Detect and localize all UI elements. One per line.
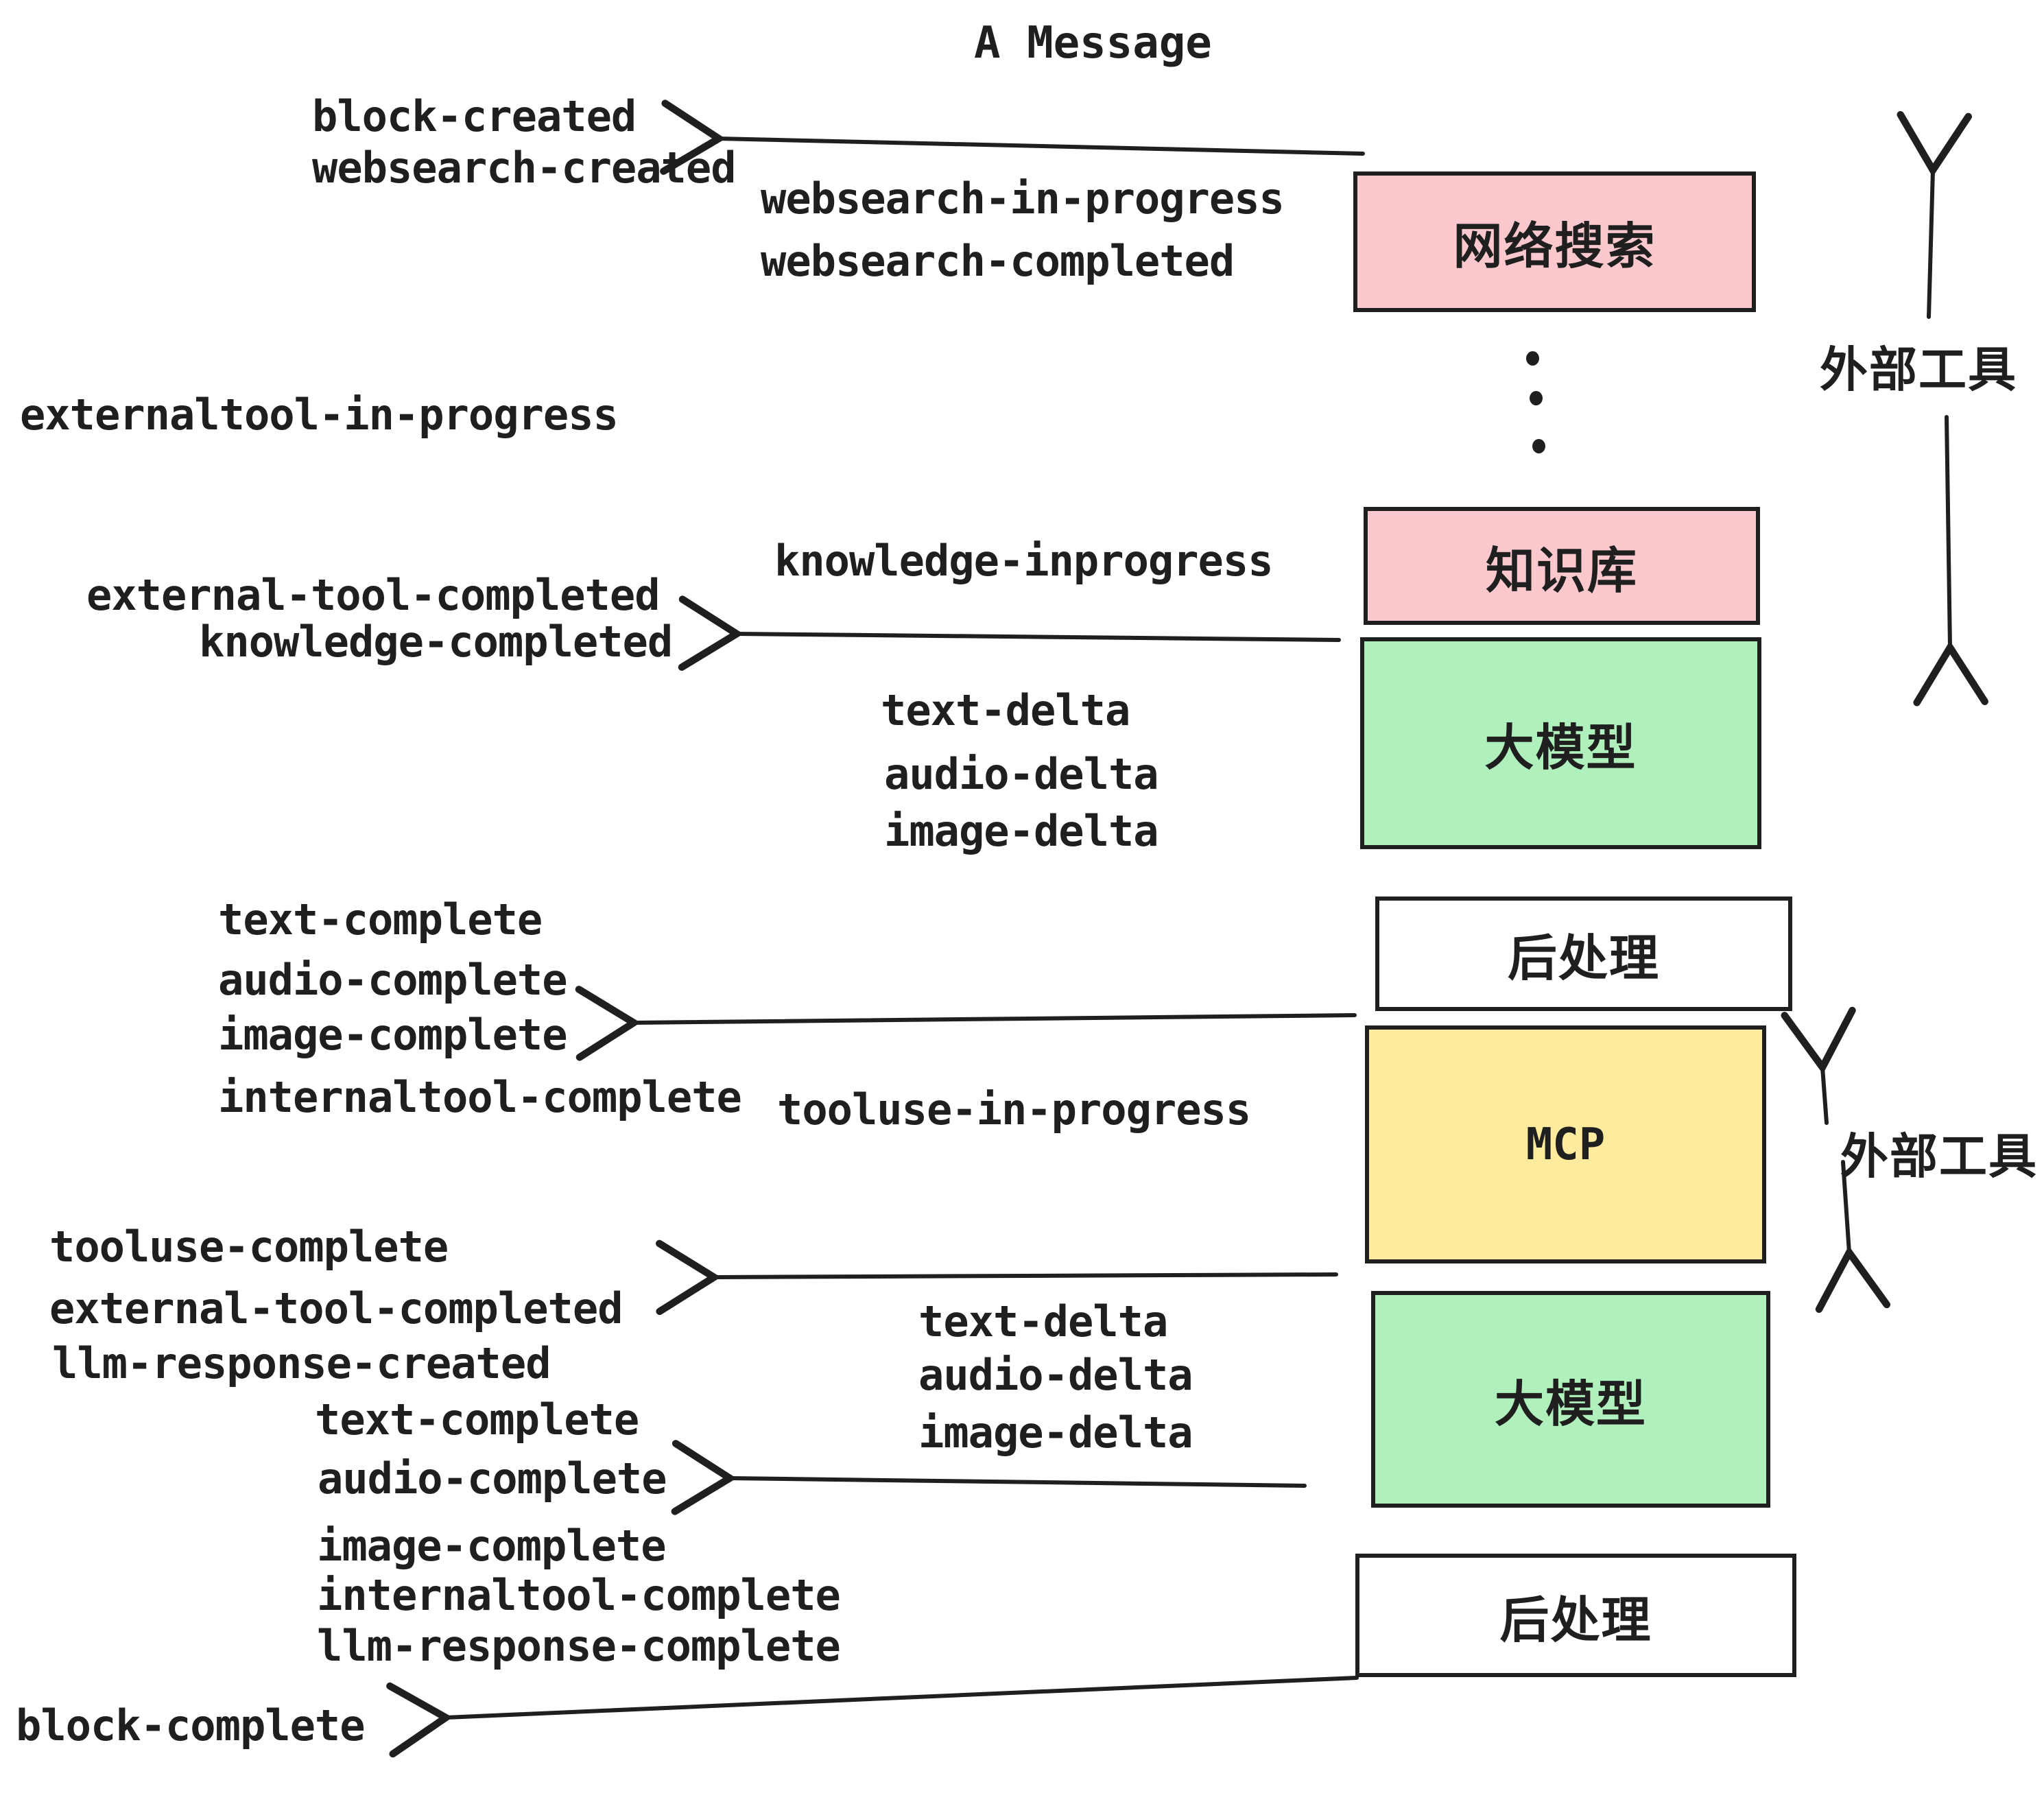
event-websearch-completed: websearch-completed <box>761 236 1235 286</box>
arrow-to-block-complete <box>386 1676 1359 1758</box>
box-knowledge: 知识库 <box>1364 507 1760 625</box>
external-tools-label-mid: 外部工具 <box>1840 1128 2038 1185</box>
event-knowledge-inprogress: knowledge-inprogress <box>774 536 1274 586</box>
event-audio-delta-1: audio-delta <box>884 749 1159 799</box>
external-tools-label-top: 外部工具 <box>1820 342 2017 398</box>
event-internaltool-complete-2: internaltool-complete <box>317 1570 841 1620</box>
box-websearch: 网络搜索 <box>1353 171 1756 312</box>
event-knowledge-completed: knowledge-completed <box>199 617 673 667</box>
event-externaltool-in-progress: externaltool-in-progress <box>20 390 619 440</box>
arrow-llm-to-audio-complete <box>671 1440 1307 1515</box>
box-llm-top: 大模型 <box>1360 637 1761 849</box>
arrow-to-knowledge-completed <box>678 595 1341 671</box>
event-audio-complete-2: audio-complete <box>318 1453 667 1504</box>
box-knowledge-label: 知识库 <box>1485 541 1638 600</box>
event-external-tool-completed-1: external-tool-completed <box>86 570 661 620</box>
event-text-complete-2: text-complete <box>315 1394 639 1445</box>
arrow-external-tools-top-up <box>1897 110 1972 319</box>
event-image-complete-2: image-complete <box>317 1521 667 1571</box>
box-websearch-label: 网络搜索 <box>1453 217 1656 275</box>
vertical-ellipsis-icon <box>1524 351 1545 453</box>
event-websearch-in-progress: websearch-in-progress <box>761 174 1285 224</box>
event-image-delta-2: image-delta <box>918 1408 1193 1458</box>
box-llm-bottom: 大模型 <box>1371 1291 1770 1508</box>
event-block-created: block-created <box>312 91 637 141</box>
box-mcp: MCP <box>1365 1025 1766 1263</box>
box-postprocess-bottom: 后处理 <box>1355 1554 1796 1677</box>
box-llm-bottom-label: 大模型 <box>1494 1375 1647 1433</box>
arrow-external-tools-mid-up <box>1781 1006 1856 1125</box>
event-audio-complete-1: audio-complete <box>218 955 568 1005</box>
event-image-delta-1: image-delta <box>884 806 1159 856</box>
box-mcp-label: MCP <box>1525 1119 1606 1170</box>
event-llm-response-complete: llm-response-complete <box>317 1621 841 1671</box>
box-postprocess-top: 后处理 <box>1375 897 1792 1011</box>
arrow-websearch-to-block-created <box>660 99 1365 175</box>
page-title: A Message <box>974 18 1212 69</box>
event-llm-response-created: llm-response-created <box>52 1338 551 1388</box>
event-tooluse-complete: tooluse-complete <box>49 1222 449 1272</box>
event-text-delta-2: text-delta <box>918 1296 1168 1346</box>
event-tooluse-in-progress: tooluse-in-progress <box>777 1084 1251 1135</box>
event-external-tool-completed-2: external-tool-completed <box>49 1283 623 1333</box>
arrow-to-image-complete <box>575 986 1357 1061</box>
event-audio-delta-2: audio-delta <box>918 1350 1193 1400</box>
event-image-complete-1: image-complete <box>218 1010 568 1060</box>
event-text-complete-1: text-complete <box>218 894 543 945</box>
box-postprocess-top-label: 后处理 <box>1507 929 1660 987</box>
arrow-mcp-to-external-tool-completed <box>656 1239 1338 1316</box>
event-websearch-created: websearch-created <box>312 143 737 193</box>
event-internaltool-complete-1: internaltool-complete <box>218 1072 742 1122</box>
arrow-external-tools-top-down <box>1913 415 1988 707</box>
box-llm-top-label: 大模型 <box>1484 719 1637 776</box>
event-text-delta-1: text-delta <box>881 685 1130 735</box>
box-postprocess-bottom-label: 后处理 <box>1499 1591 1652 1649</box>
event-block-complete: block-complete <box>16 1700 366 1750</box>
